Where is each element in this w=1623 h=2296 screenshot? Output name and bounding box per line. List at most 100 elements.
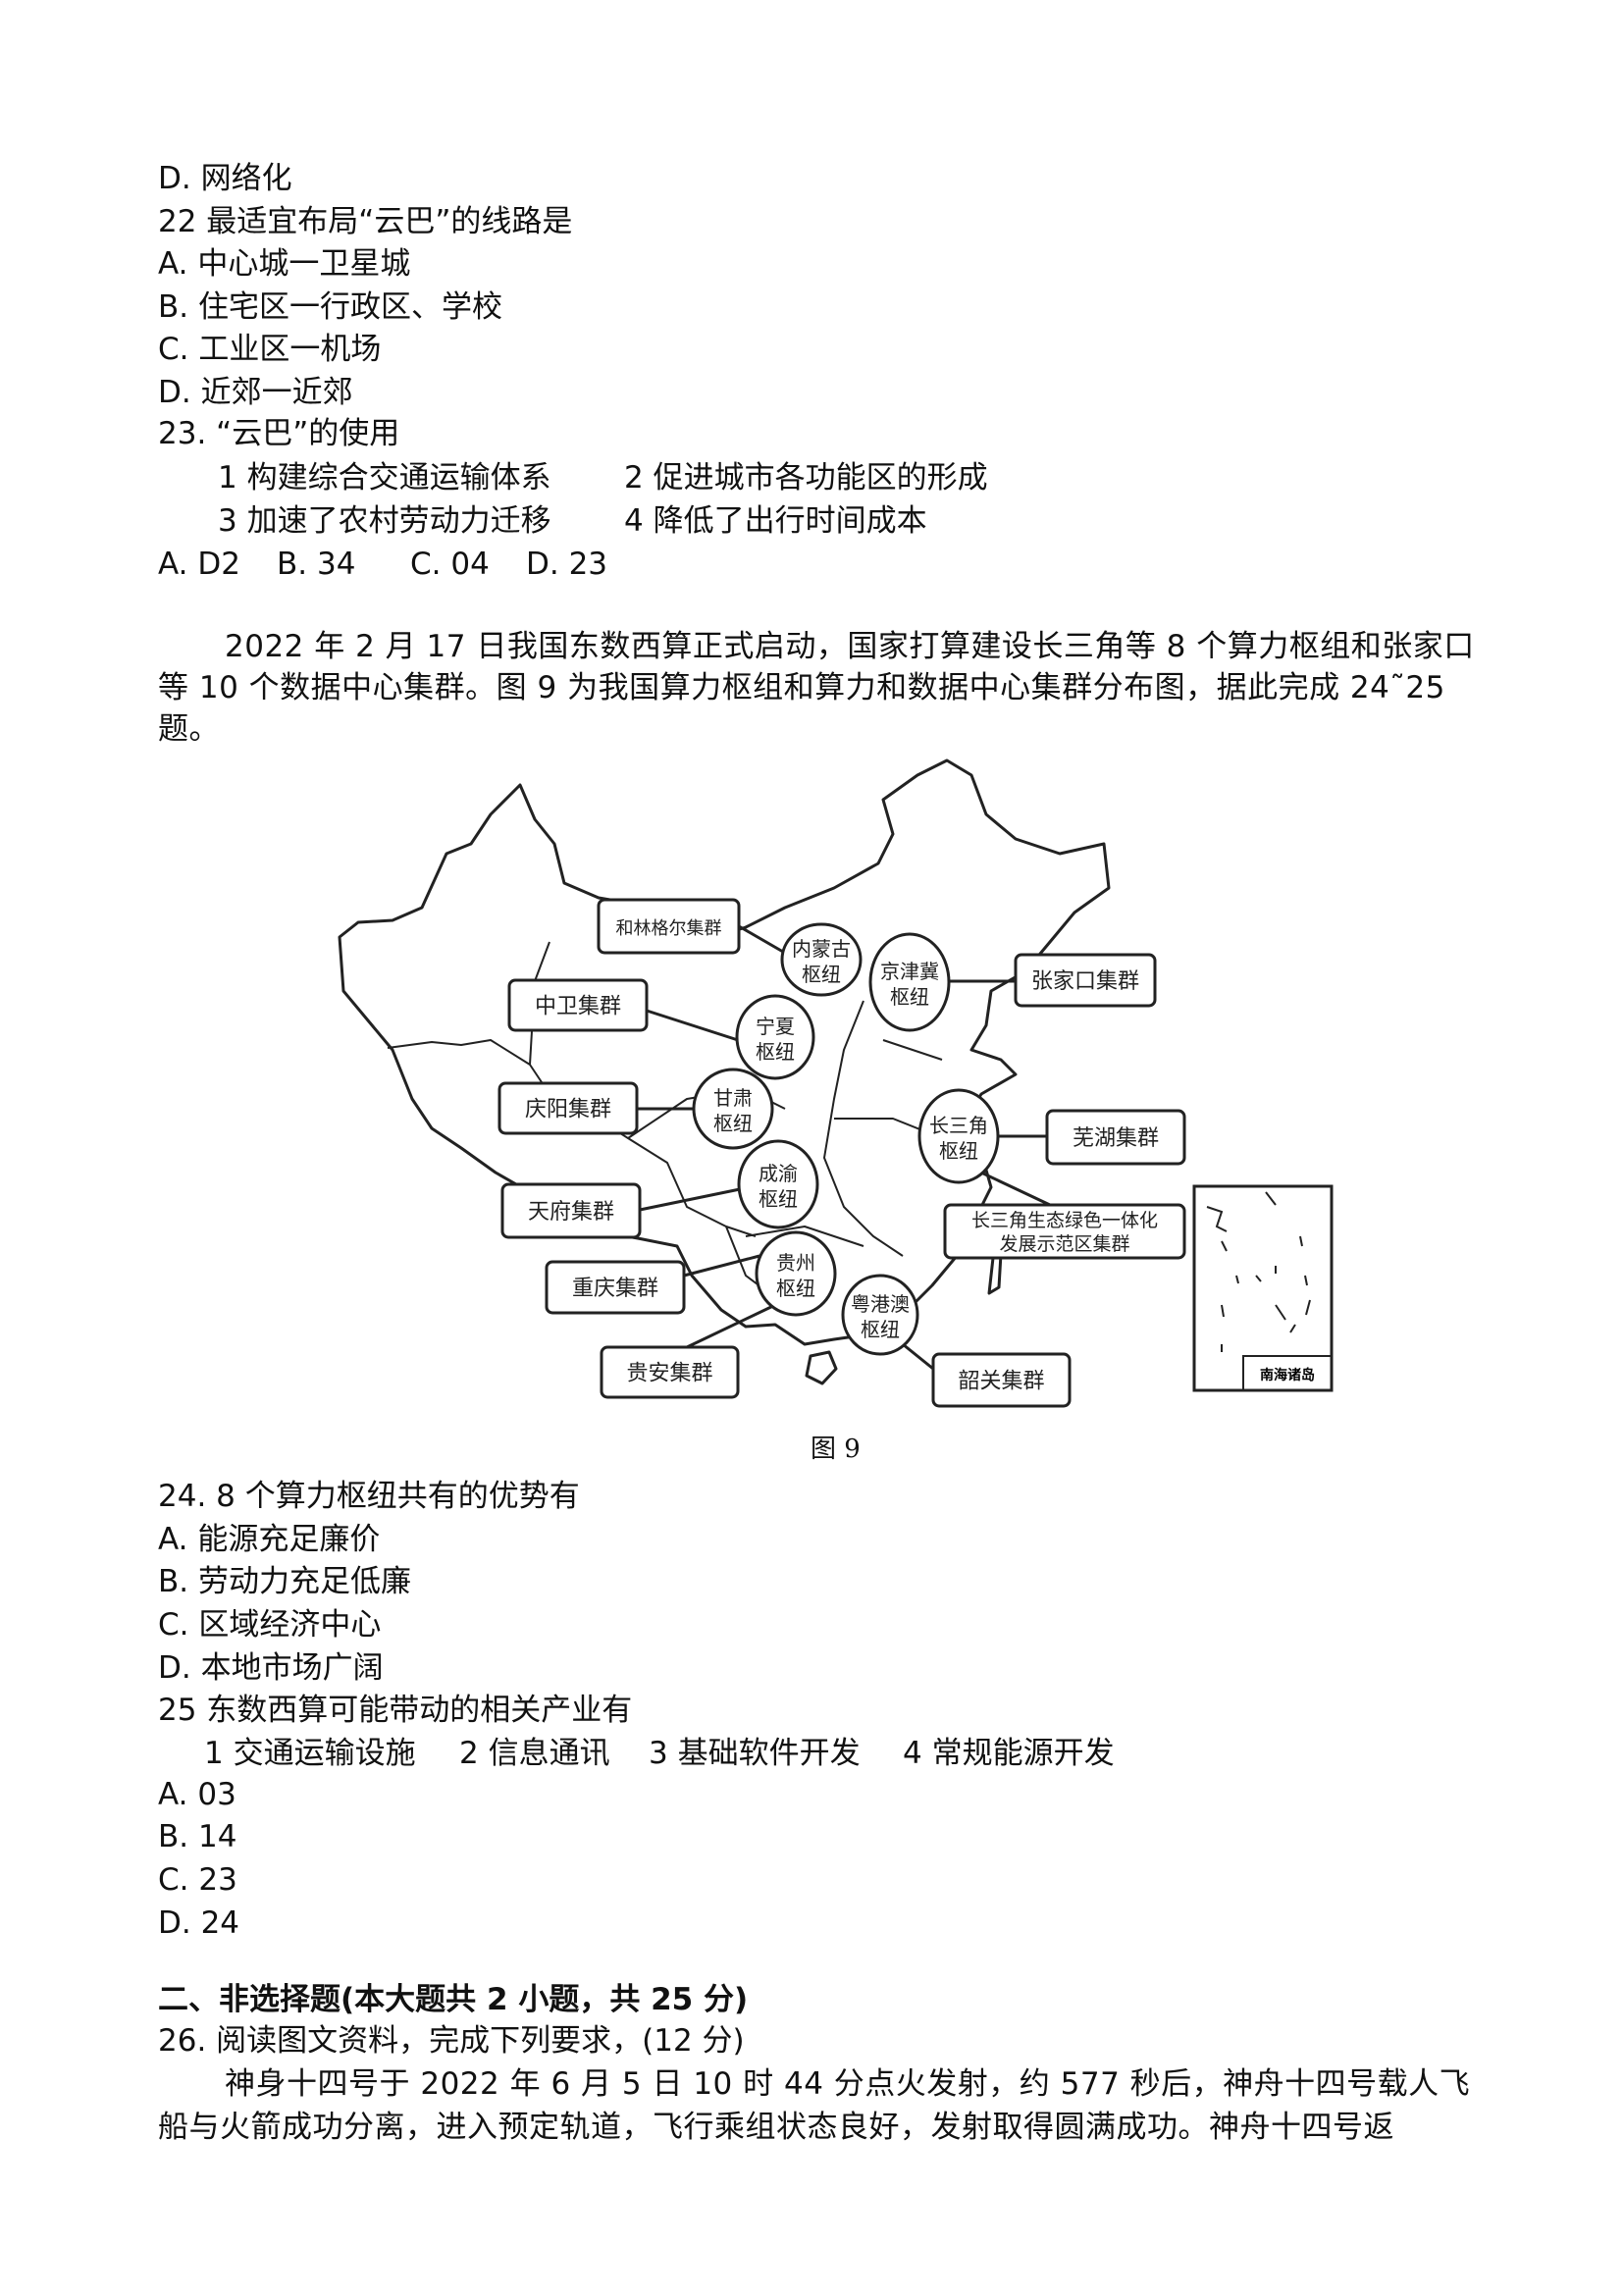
question-22-option-d: D. 近郊一近郊 <box>158 375 353 410</box>
question-23-item-2: 2 促进城市各功能区的形成 <box>624 460 988 496</box>
inset-label-south-china-sea-islands: 南海诸岛 <box>1260 1367 1315 1383</box>
cluster-box <box>600 1345 740 1399</box>
question-24-option-b: B. 劳动力充足低廉 <box>158 1564 411 1599</box>
question-22-option-b: B. 住宅区一行政区、学校 <box>158 289 502 325</box>
question-22-option-a: A. 中心城一卫星城 <box>158 246 411 282</box>
south-china-sea-inset <box>1192 1184 1334 1392</box>
section-2-heading: 二、非选择题(本大题共 2 小题，共 25 分) <box>158 1982 749 2017</box>
question-25-item-4: 4 常规能源开发 <box>903 1736 1115 1771</box>
cluster-3: 天府集群 <box>500 1182 642 1239</box>
taiwan-island <box>987 1252 1003 1295</box>
question-22-option-c: C. 工业区一机场 <box>158 332 382 367</box>
cluster-8: 张家口集群 <box>1014 953 1157 1008</box>
hub-circle <box>780 922 863 997</box>
hub-circle <box>868 932 951 1032</box>
cluster-box <box>597 898 741 955</box>
hub-label: 宁夏 <box>756 1015 795 1038</box>
hub-label: 甘肃 <box>713 1086 753 1110</box>
cluster-7: 芜湖集群 <box>1045 1109 1186 1166</box>
question-26-passage: 神身十四号于 2022 年 6 月 5 日 10 时 44 分点火发射，约 57… <box>158 2066 1471 2145</box>
cluster-box <box>497 1081 639 1135</box>
question-23-options: A. D2 B. 34 C. 04 D. 23 <box>158 547 607 582</box>
hub-label: 枢纽 <box>776 1277 815 1300</box>
question-25-item-1: 1 交通运输设施 <box>204 1736 416 1771</box>
hub-label: 枢纽 <box>759 1187 798 1211</box>
cluster-0: 和林格尔集群 <box>597 898 741 955</box>
cluster-label: 芜湖集群 <box>1073 1126 1159 1151</box>
cluster-box <box>507 978 649 1032</box>
cluster-label: 韶关集群 <box>958 1370 1044 1394</box>
cluster-label: 中卫集群 <box>535 995 621 1019</box>
option-a: A. D2 <box>158 547 240 582</box>
cluster-label: 贵安集群 <box>626 1362 712 1386</box>
question-24-option-c: C. 区域经济中心 <box>158 1607 382 1643</box>
question-26-stem: 26. 阅读图文资料，完成下列要求，(12 分) <box>158 2023 745 2059</box>
hub-label: 贵州 <box>776 1251 815 1275</box>
cluster-box <box>1045 1109 1186 1166</box>
option-c: C. 04 <box>410 547 490 582</box>
question-25-option-b: B. 14 <box>158 1819 237 1854</box>
cluster-label: 天府集群 <box>528 1200 614 1225</box>
question-24-option-a: A. 能源充足廉价 <box>158 1522 381 1557</box>
question-23-stem: 23. “云巴”的使用 <box>158 416 400 451</box>
hub-circle <box>737 1139 819 1229</box>
cluster-box <box>545 1260 686 1315</box>
hub-label: 枢纽 <box>802 963 841 986</box>
question-23-item-3: 3 加速了农村劳动力迁移 <box>218 503 551 539</box>
question-23-item-4: 4 降低了出行时间成本 <box>624 503 927 539</box>
cluster-label: 长三角生态绿色一体化 <box>971 1210 1158 1231</box>
question-24-option-d: D. 本地市场广阔 <box>158 1650 384 1686</box>
question-21-option-d: D. 网络化 <box>158 161 292 196</box>
passage-east-data-west-computing: 2022 年 2 月 17 日我国东数西算正式启动，国家打算建设长三角等 8 个… <box>158 629 1475 747</box>
cluster-box <box>931 1352 1072 1408</box>
cluster-label: 庆阳集群 <box>525 1098 611 1122</box>
hub-label: 长三角 <box>929 1114 988 1137</box>
cluster-label: 发展示范区集群 <box>999 1233 1129 1255</box>
cluster-2: 庆阳集群 <box>497 1081 639 1135</box>
cluster-label: 和林格尔集群 <box>616 918 722 939</box>
hub-circle <box>735 994 815 1080</box>
hub-label: 内蒙古 <box>792 937 851 961</box>
hub-label: 枢纽 <box>939 1139 978 1163</box>
hub-circle <box>841 1274 919 1356</box>
hub-label: 京津冀 <box>880 960 939 983</box>
question-25-option-a: A. 03 <box>158 1777 236 1812</box>
cluster-box <box>500 1182 642 1239</box>
hub-circle <box>692 1068 774 1150</box>
province-boundaries <box>387 941 943 1306</box>
question-24-stem: 24. 8 个算力枢纽共有的优势有 <box>158 1479 580 1514</box>
hub-label: 枢纽 <box>890 985 929 1009</box>
cluster-box <box>1014 953 1157 1008</box>
hub-circle <box>917 1088 1000 1184</box>
cluster-1: 中卫集群 <box>507 978 649 1032</box>
question-25-item-2: 2 信息通讯 <box>459 1736 610 1771</box>
hub-label: 枢纽 <box>713 1112 753 1135</box>
question-25-item-3: 3 基础软件开发 <box>649 1736 861 1771</box>
hub-circle <box>755 1230 837 1317</box>
hub-label: 粤港澳 <box>851 1292 910 1316</box>
question-25-option-d: D. 24 <box>158 1905 240 1941</box>
hainan-island <box>805 1350 838 1385</box>
cluster-label: 张家口集群 <box>1031 969 1139 994</box>
hub-label: 枢纽 <box>756 1040 795 1064</box>
option-b: B. 34 <box>277 547 356 582</box>
cluster-4: 重庆集群 <box>545 1260 686 1315</box>
question-25-stem: 25 东数西算可能带动的相关产业有 <box>158 1693 633 1728</box>
hub-label: 成渝 <box>759 1162 798 1185</box>
question-23-item-1: 1 构建综合交通运输体系 <box>218 460 551 496</box>
figure-caption: 图 9 <box>811 1435 861 1464</box>
hub-label: 枢纽 <box>861 1318 900 1341</box>
cluster-6: 韶关集群 <box>931 1352 1072 1408</box>
option-d: D. 23 <box>526 547 608 582</box>
cluster-5: 贵安集群 <box>600 1345 740 1399</box>
